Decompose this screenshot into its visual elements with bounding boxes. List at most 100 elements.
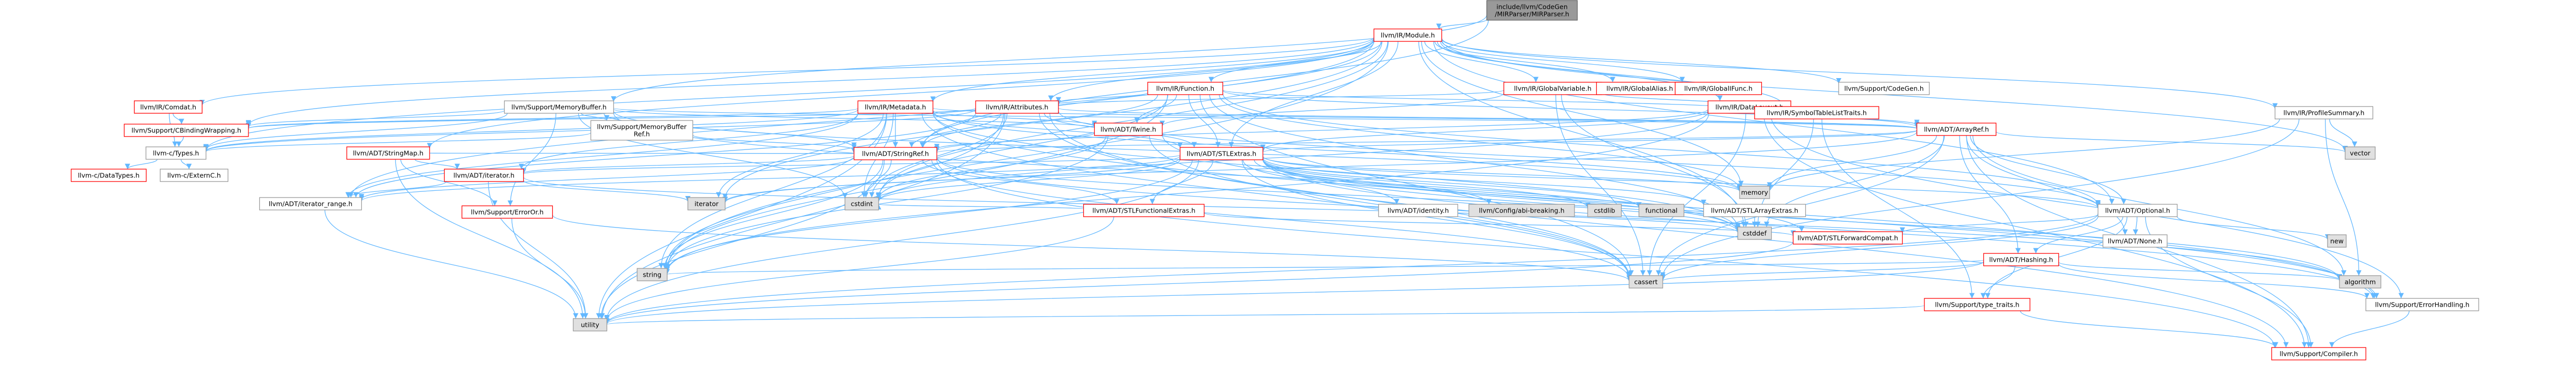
edge-line xyxy=(1440,41,1787,107)
node-configabi[interactable]: llvm/Config/abi-breaking.h xyxy=(1468,204,1575,217)
node-globalvar[interactable]: llvm/IR/GlobalVariable.h xyxy=(1503,82,1602,95)
edge-line xyxy=(604,213,2099,324)
edge-line xyxy=(1660,261,1984,281)
edge-attributes-to-compiler xyxy=(1049,113,2289,348)
node-none[interactable]: llvm/ADT/None.h xyxy=(2102,234,2168,248)
edge-line xyxy=(1262,159,1642,208)
node-comdat[interactable]: llvm/IR/Comdat.h xyxy=(134,100,203,114)
node-stlarray[interactable]: llvm/ADT/STLArrayExtras.h xyxy=(1703,204,1806,217)
node-box xyxy=(2327,234,2347,248)
node-optional[interactable]: llvm/ADT/Optional.h xyxy=(2097,204,2178,217)
edge-line xyxy=(692,134,857,150)
node-cstdint[interactable]: cstdint xyxy=(844,197,879,210)
node-iteratorstd[interactable]: iterator xyxy=(687,197,726,210)
node-cstdlib[interactable]: cstdlib xyxy=(1587,204,1622,217)
node-twine[interactable]: llvm/ADT/Twine.h xyxy=(1094,123,1163,136)
node-externc[interactable]: llvm-c/ExternC.h xyxy=(159,169,229,182)
edge-line xyxy=(395,159,586,319)
node-string[interactable]: string xyxy=(637,268,668,281)
edge-metadata-to-cassert xyxy=(921,113,1632,278)
edge-line xyxy=(934,132,1095,150)
node-cassert[interactable]: cassert xyxy=(1628,275,1664,289)
node-globalalias[interactable]: llvm/IR/GlobalAlias.h xyxy=(1596,82,1684,95)
node-label: iterator xyxy=(695,200,719,208)
edge-stlextras-to-cstdint xyxy=(876,159,1181,202)
edge-line xyxy=(552,215,1632,281)
node-module[interactable]: llvm/IR/Module.h xyxy=(1373,28,1442,42)
node-label: llvm/Support/Compiler.h xyxy=(2279,350,2358,358)
edge-line xyxy=(1049,113,2289,348)
node-compiler[interactable]: llvm/Support/Compiler.h xyxy=(2271,347,2366,360)
node-utility[interactable]: utility xyxy=(572,318,608,331)
node-profilesummary[interactable]: llvm/IR/ProfileSummary.h xyxy=(2274,106,2374,119)
edge-memorybuffer-to-twine xyxy=(613,109,1097,128)
edge-line xyxy=(1770,113,2404,299)
node-functional[interactable]: functional xyxy=(1638,204,1685,217)
edge-line xyxy=(1058,108,1919,129)
edge-line xyxy=(2329,118,2358,147)
node-stlextras[interactable]: llvm/ADT/STLExtras.h xyxy=(1180,147,1263,160)
node-root[interactable]: include/llvm/CodeGen/MIRParser/MIRParser… xyxy=(1486,0,1578,21)
node-arrayref[interactable]: llvm/ADT/ArrayRef.h xyxy=(1916,123,1997,136)
edge-stlextras-to-cstddef xyxy=(1262,159,1741,231)
edge-line xyxy=(2176,216,2331,240)
node-label: llvm/ADT/Twine.h xyxy=(1100,126,1156,133)
node-new[interactable]: new xyxy=(2327,234,2347,248)
node-memory[interactable]: memory xyxy=(1739,186,1770,199)
edge-line xyxy=(1980,265,2015,299)
edge-mbref-to-ctypes xyxy=(203,132,592,152)
edge-profilesummary-to-vector xyxy=(2329,118,2358,147)
node-box xyxy=(124,124,249,137)
node-algorithm[interactable]: algorithm xyxy=(2339,275,2381,289)
node-typetraits[interactable]: llvm/Support/type_traits.h xyxy=(1924,298,2030,311)
edge-stlextras-to-identity xyxy=(1242,159,1400,205)
node-errorors[interactable]: llvm/Support/ErrorOr.h xyxy=(461,205,553,219)
node-hashing[interactable]: llvm/ADT/Hashing.h xyxy=(1983,253,2059,266)
node-symboltable[interactable]: llvm/IR/SymbolTableListTraits.h xyxy=(1754,106,1879,119)
edge-line xyxy=(1900,214,2099,233)
node-box xyxy=(1587,204,1622,217)
node-identity[interactable]: llvm/ADT/identity.h xyxy=(1378,204,1459,217)
node-ctypes[interactable]: llvm-c/Types.h xyxy=(145,146,207,160)
node-layer: include/llvm/CodeGen/MIRParser/MIRParser… xyxy=(70,0,2479,360)
edge-line xyxy=(1262,158,1706,205)
node-function[interactable]: llvm/IR/Function.h xyxy=(1147,82,1224,95)
edge-line xyxy=(604,216,1114,322)
node-memorybuffer[interactable]: llvm/Support/MemoryBuffer.h xyxy=(504,100,614,114)
edge-stringref-to-iterator xyxy=(521,155,855,174)
node-globalifunc[interactable]: llvm/IR/GlobalIFunc.h xyxy=(1674,82,1762,95)
node-metadata[interactable]: llvm/IR/Metadata.h xyxy=(857,100,934,114)
edge-line xyxy=(934,130,1918,153)
node-cstddef[interactable]: cstddef xyxy=(1737,227,1772,240)
node-stringmap[interactable]: llvm/ADT/StringMap.h xyxy=(346,146,430,160)
node-cstringwrap[interactable]: llvm/Support/CBindingWrapping.h xyxy=(124,124,249,137)
node-codegen[interactable]: llvm/Support/CodeGen.h xyxy=(1838,82,1930,95)
edge-line xyxy=(1441,38,2278,109)
edge-line xyxy=(604,242,1794,324)
node-box xyxy=(1916,123,1997,136)
node-label: llvm/IR/GlobalAlias.h xyxy=(1607,85,1673,93)
edge-arrayref-to-vector xyxy=(1995,131,2348,153)
node-label: llvm/IR/SymbolTableListTraits.h xyxy=(1767,109,1866,117)
node-box xyxy=(1838,82,1930,95)
node-stringref[interactable]: llvm/ADT/StringRef.h xyxy=(853,147,937,160)
node-itrange[interactable]: llvm/ADT/iterator_range.h xyxy=(259,197,362,210)
node-attributes[interactable]: llvm/IR/Attributes.h xyxy=(975,100,1059,114)
node-iterator[interactable]: llvm/ADT/iterator.h xyxy=(444,169,524,182)
node-stlforward[interactable]: llvm/ADT/STLForwardCompat.h xyxy=(1792,231,1903,245)
edge-profilesummary-to-algorithm xyxy=(2324,118,2362,276)
node-datatypes[interactable]: llvm-c/DataTypes.h xyxy=(70,169,147,182)
node-stlfunc[interactable]: llvm/ADT/STLFunctionalExtras.h xyxy=(1083,204,1205,217)
edge-line xyxy=(1209,94,1741,229)
edge-line xyxy=(1660,118,2300,278)
edge-optional-to-hashing xyxy=(2033,216,2124,254)
node-box xyxy=(1674,82,1762,95)
edge-metadata-to-iterator xyxy=(519,113,859,170)
edge-cstringwrap-to-ctypes xyxy=(176,136,184,147)
node-errorhandling[interactable]: llvm/Support/ErrorHandling.h xyxy=(2365,298,2479,311)
edge-optional-to-cassert xyxy=(1660,216,2099,280)
node-vector[interactable]: vector xyxy=(2345,146,2376,160)
edge-line xyxy=(125,159,158,170)
node-label: llvm/Config/abi-breaking.h xyxy=(1479,207,1564,215)
